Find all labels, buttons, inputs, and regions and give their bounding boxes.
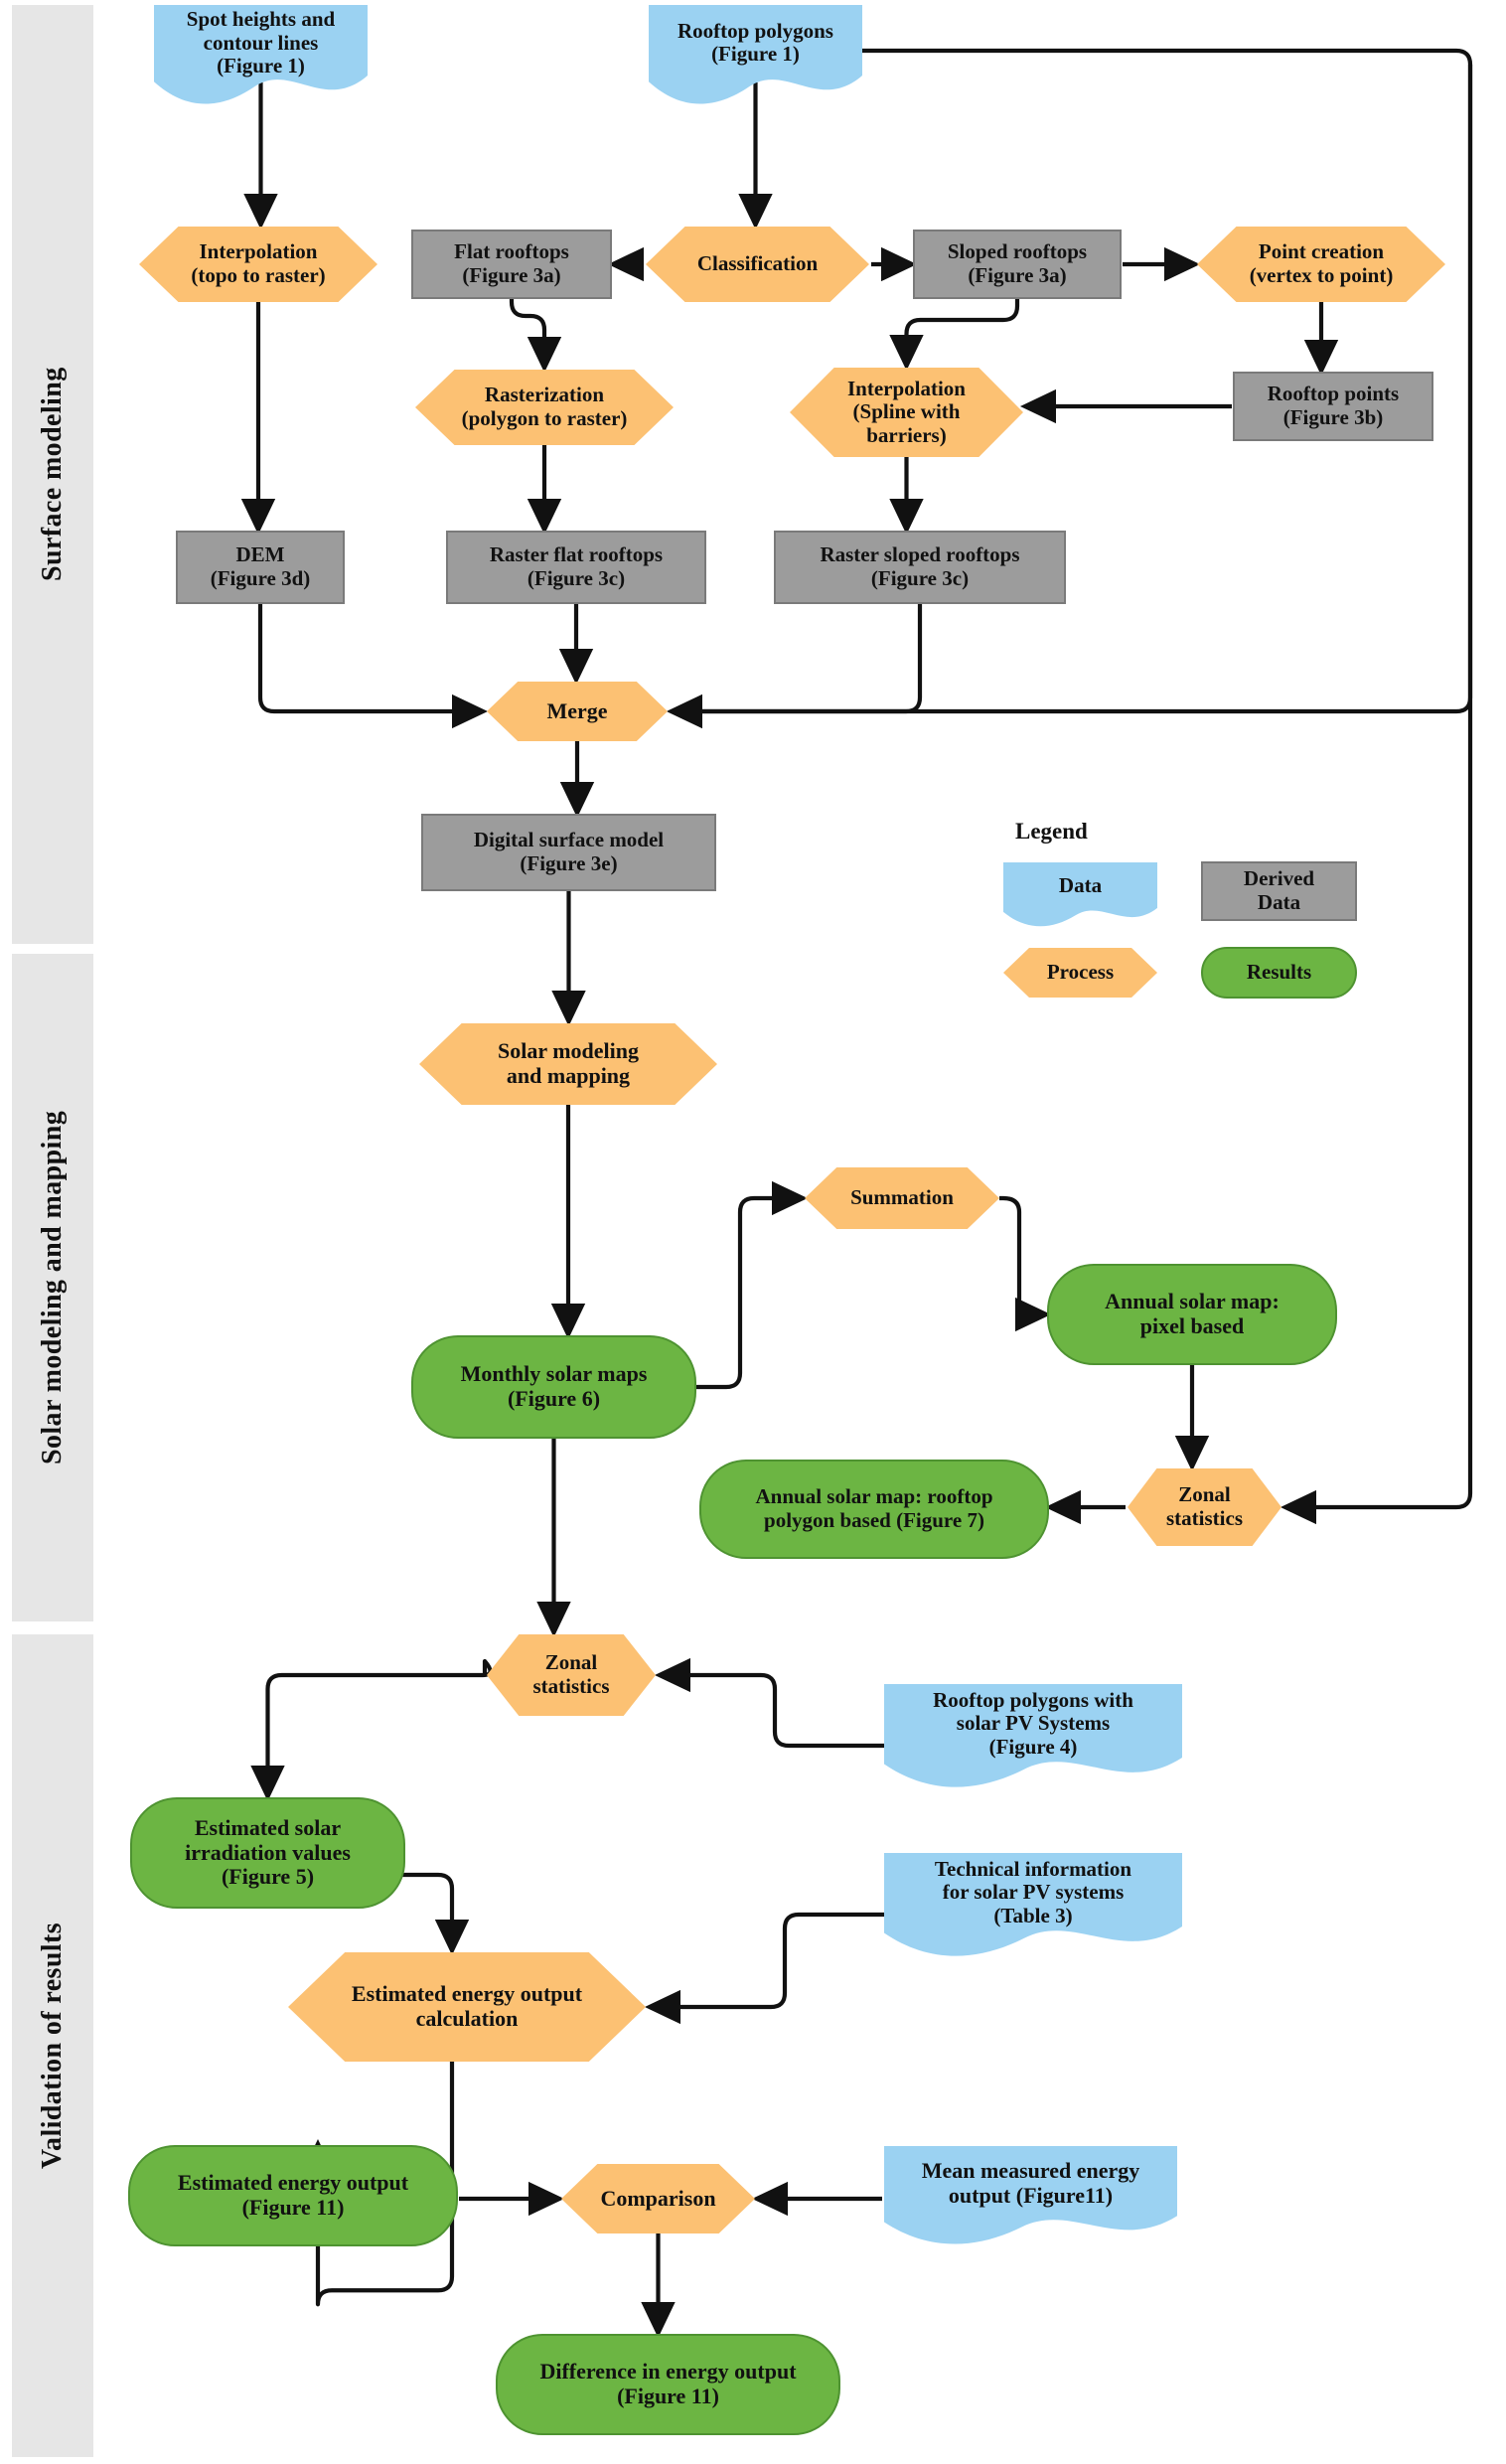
section-band: [12, 1634, 93, 2457]
node-rooftop-points[interactable]: [1233, 372, 1433, 441]
node-est-irrad[interactable]: [130, 1797, 405, 1909]
node-summation[interactable]: [805, 1167, 999, 1229]
connector: [509, 298, 562, 374]
node-est-energy-calc[interactable]: [288, 1952, 646, 2062]
node-sloped-rooftops[interactable]: [913, 230, 1122, 299]
node-layer: [128, 5, 1445, 2435]
node-point-creation[interactable]: [1197, 227, 1445, 302]
legend-results-swatch: [1201, 947, 1357, 999]
node-dem[interactable]: [176, 531, 345, 604]
connector: [644, 1912, 884, 2025]
node-comparison[interactable]: [561, 2164, 755, 2233]
node-mean-measured[interactable]: [884, 2146, 1177, 2244]
node-flat-rooftops[interactable]: [411, 230, 612, 299]
section-band-label: Solar modeling and mapping: [37, 1110, 68, 1465]
node-raster-flat[interactable]: [446, 531, 706, 604]
connector: [300, 2062, 455, 2307]
node-difference[interactable]: [496, 2334, 840, 2435]
node-zonal-stats-2[interactable]: [487, 1634, 656, 1716]
node-annual-pixel[interactable]: [1047, 1264, 1337, 1365]
connector-layer: [240, 48, 1473, 2339]
node-interpolation-topo[interactable]: [139, 227, 377, 302]
node-dsm[interactable]: [421, 814, 716, 891]
connector: [654, 1657, 884, 1749]
section-band-label: Validation of results: [37, 1923, 68, 2169]
node-merge[interactable]: [487, 682, 668, 741]
legend-data-swatch: [1003, 862, 1157, 927]
node-rasterization[interactable]: [415, 370, 674, 445]
legend: [1003, 861, 1357, 999]
connector: [257, 603, 489, 729]
connector: [695, 1180, 809, 1390]
legend-title: Legend: [1015, 819, 1088, 844]
node-est-energy-out[interactable]: [128, 2145, 458, 2246]
legend-derived-data-swatch: [1201, 861, 1357, 921]
node-classification[interactable]: [646, 227, 869, 302]
node-tech-info[interactable]: [884, 1853, 1182, 1956]
section-band: [12, 5, 93, 944]
connector: [889, 298, 1020, 372]
node-annual-rooftop[interactable]: [699, 1460, 1049, 1559]
node-raster-sloped[interactable]: [774, 531, 1066, 604]
node-rooftop-pv[interactable]: [884, 1684, 1182, 1787]
connector: [999, 1195, 1052, 1332]
connector: [1280, 65, 1473, 1525]
node-interp-spline[interactable]: [790, 368, 1023, 457]
node-solar-modeling[interactable]: [419, 1023, 717, 1105]
connector: [666, 603, 923, 729]
node-rooftop-polygons[interactable]: [649, 5, 862, 104]
node-spot-heights[interactable]: [154, 5, 368, 104]
node-zonal-stats-1[interactable]: [1128, 1468, 1281, 1546]
connector: [250, 1658, 493, 1802]
node-monthly-solar[interactable]: [411, 1335, 696, 1439]
section-bands: [12, 5, 93, 2457]
section-band-label: Surface modeling: [37, 367, 68, 582]
legend-process-swatch: [1003, 948, 1157, 998]
section-band: [12, 954, 93, 1621]
